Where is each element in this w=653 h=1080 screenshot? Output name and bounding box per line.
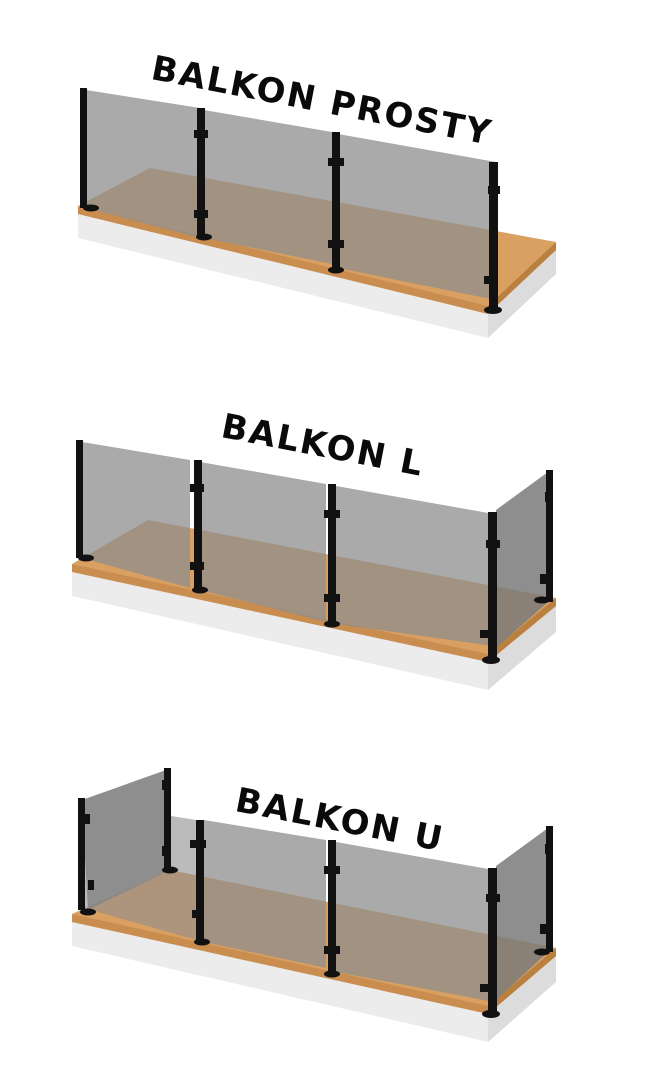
scene-balkon-prosty: BALKON PROSTY [0, 0, 653, 350]
straight-balcony-illustration [78, 88, 556, 338]
scene-balkon-u: BALKON U [0, 740, 653, 1080]
scene-balkon-l: BALKON L [0, 360, 653, 710]
l-shape-balcony-illustration [72, 440, 556, 690]
u-shape-balcony-illustration [72, 768, 556, 1042]
